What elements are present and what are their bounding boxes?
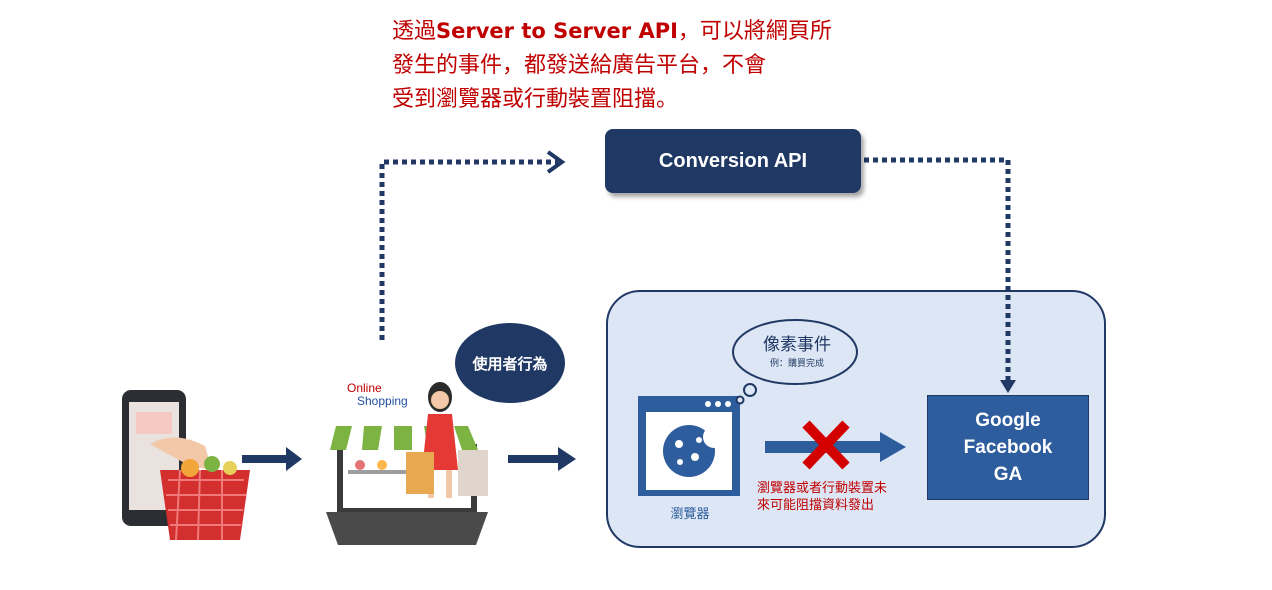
cookie-icon xyxy=(663,425,725,477)
pixel-event-title: 像素事件 xyxy=(763,335,831,355)
dotted-arrow-to-capi xyxy=(379,159,558,340)
shopping-label: Shopping xyxy=(357,394,408,408)
platform-google: Google xyxy=(975,410,1041,431)
browser-label: 瀏覽器 xyxy=(670,507,710,522)
online-label: Online xyxy=(347,381,382,395)
pixel-event-example: 例：購買完成 xyxy=(769,359,824,369)
block-note-line-2: 來可能阻擋資料發出 xyxy=(757,498,875,513)
phone-shopping-illustration xyxy=(122,390,250,541)
headline-line-1: 透過Server to Server API，可以將網頁所 xyxy=(392,14,892,49)
laptop-store-illustration xyxy=(326,382,488,545)
ad-platforms-box: Google Facebook GA xyxy=(927,395,1089,500)
platform-ga: GA xyxy=(993,464,1023,485)
conversion-api-box: Conversion API xyxy=(605,129,861,193)
headline-text: 透過 xyxy=(392,19,437,44)
pixel-event-cloud-icon xyxy=(732,319,858,405)
browser-window-icon xyxy=(638,396,740,496)
arrow-shop-to-client xyxy=(508,447,576,471)
arrowhead-to-capi xyxy=(546,150,566,174)
conversion-api-label: Conversion API xyxy=(658,149,808,172)
headline-line-3: 受到瀏覽器或行動裝置阻擋。 xyxy=(392,87,679,112)
dotted-arrow-to-platforms xyxy=(864,157,1011,382)
headline-line-2: 發生的事件，都發送給廣告平台，不會 xyxy=(392,53,767,78)
user-behavior-bubble: 使用者行為 xyxy=(455,323,565,403)
arrowhead-to-platforms xyxy=(1000,380,1016,393)
headline-text: ，可以將網頁所 xyxy=(677,19,832,44)
block-note-line-1: 瀏覽器或者行動裝置未 xyxy=(757,481,888,496)
headline-bold-text: Server to Server API xyxy=(436,19,678,43)
block-note: 瀏覽器或者行動裝置未 來可能阻擋資料發出 xyxy=(757,480,927,514)
arrow-phone-to-shop xyxy=(242,447,302,471)
user-behavior-label: 使用者行為 xyxy=(472,354,548,373)
platform-facebook: Facebook xyxy=(963,437,1053,458)
blocked-x-icon xyxy=(802,420,850,470)
headline: 透過Server to Server API，可以將網頁所 發生的事件，都發送給… xyxy=(392,14,892,117)
basket-icon xyxy=(160,456,250,541)
